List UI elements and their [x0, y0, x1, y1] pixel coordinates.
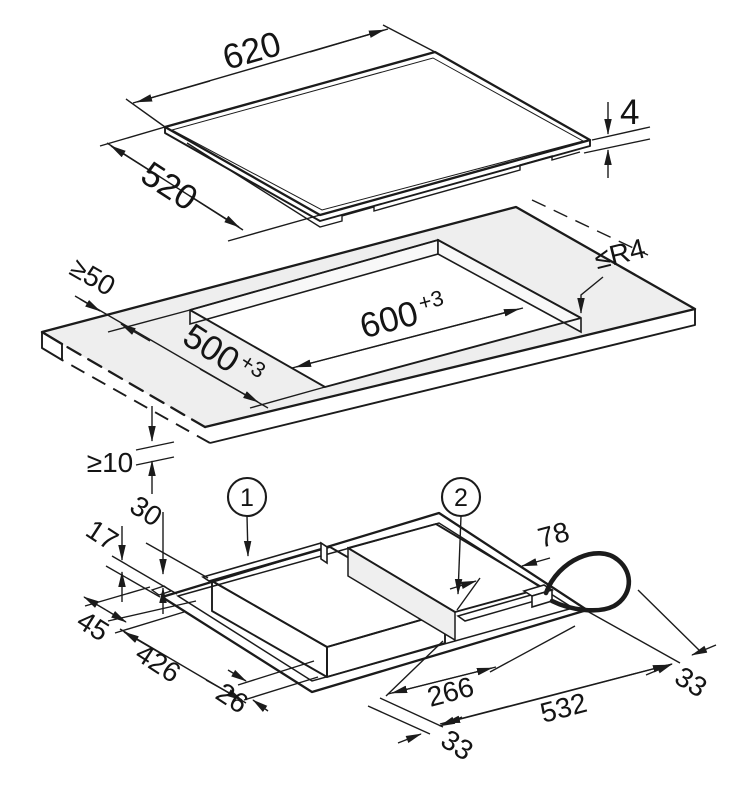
dim-33b-arrow-b: [691, 644, 717, 656]
ext-cutout-front: [249, 386, 326, 409]
ext-620-right: [382, 24, 436, 53]
radius-leader: [577, 276, 604, 314]
ext-33b: [637, 589, 703, 654]
dim-532-arrow-right: [549, 664, 669, 697]
mains-cable: [543, 551, 632, 613]
callout-2-arrow: [454, 515, 463, 595]
break-line-bottom: [61, 359, 211, 444]
dim-33a-arrow-a: [397, 733, 422, 744]
break-line-right: [531, 199, 649, 256]
ext-33a-b: [379, 697, 444, 728]
dim-266-arrow-left: [391, 680, 441, 694]
ext-266-right: [489, 625, 576, 673]
dim-78-arrow-left: [449, 580, 477, 590]
dim-266-label: 266: [424, 671, 477, 713]
tick-10-top: [135, 441, 175, 451]
dim-30-label: 30: [125, 490, 168, 533]
dim-500-arrow-top: [120, 323, 151, 342]
dim-600-label-group: 600 +3: [356, 285, 447, 346]
dim-532-label: 532: [537, 687, 590, 729]
break-line-top: [60, 342, 207, 429]
dim-426-arrow-top: [123, 631, 161, 654]
dim-520-arrow-top: [110, 145, 161, 178]
dim-600-label: 600: [356, 293, 423, 346]
ext-520-top: [99, 126, 166, 147]
view-cooktop-top: 620 520 4: [99, 24, 651, 242]
dim-26-arrow-a: [227, 669, 247, 682]
ext-4-top: [591, 126, 651, 141]
ext-rail-left: [145, 542, 209, 579]
ext-4-bottom: [583, 138, 651, 154]
dim-426-arrow-bottom: [205, 679, 243, 701]
dim-4-label: 4: [620, 93, 639, 132]
dim-26-arrow-b: [252, 699, 269, 712]
dim-33b-label: 33: [670, 661, 713, 704]
ext-33a-a: [367, 705, 431, 735]
dim-10-label: ≥10: [87, 447, 134, 478]
dim-426-label: 426: [130, 637, 186, 688]
dim-33b-arrow-a: [645, 663, 673, 676]
dim-r4-label: ≤R4: [591, 233, 648, 275]
dim-600-arrow-left: [295, 339, 401, 368]
ext-glass-left: [105, 565, 161, 598]
view-worktop-cutout: ≥50 500 +3 600 +3 ≤R4 ≥10: [40, 199, 697, 494]
frame-under-edge: [186, 142, 581, 228]
worktop-front-face: [209, 309, 696, 444]
dim-620-arrow-right: [309, 29, 385, 53]
dim-600-arrow-right: [399, 308, 520, 341]
ext-620-left: [125, 98, 166, 128]
callout-1-number: 1: [240, 484, 254, 512]
dim-50-arrow: [79, 298, 101, 312]
dim-17-label: 17: [81, 514, 124, 557]
dim-620-label: 620: [218, 24, 285, 78]
dim-520-arrow-bottom: [189, 195, 240, 228]
dim-26-label: 26: [211, 677, 254, 720]
dim-532-arrow-left: [444, 695, 551, 724]
worktop-left-end-face: [41, 331, 63, 361]
glass-bevel-line: [170, 57, 585, 211]
tick-10-bottom: [135, 456, 175, 466]
callout-2-number: 2: [454, 484, 468, 512]
dim-500-arrow-bottom: [199, 368, 259, 403]
rear-rail: [201, 542, 329, 582]
dim-45-arrow-up: [83, 596, 107, 611]
dim-78-arrow-right: [521, 557, 551, 567]
ext-520-bottom: [227, 214, 321, 242]
glass-edge-band: [164, 127, 591, 222]
rear-rail-end: [320, 541, 328, 565]
ext-532-right: [586, 610, 681, 664]
dim-520-label: 520: [134, 154, 204, 219]
dim-33a-label: 33: [436, 724, 479, 767]
ext-426-top: [114, 611, 185, 634]
dim-266-arrow-right: [439, 667, 493, 682]
dim-50-label: ≥50: [65, 252, 121, 302]
callout-1-arrow: [243, 515, 252, 557]
view-underside: 1 2 17 30 45 426 26: [72, 476, 717, 767]
dim-78-label: 78: [534, 516, 572, 554]
ext-26-b: [243, 676, 319, 701]
dim-620-arrow-left: [136, 80, 211, 103]
ext-26-a: [237, 660, 315, 686]
dim-45-arrow-down: [105, 609, 127, 623]
dim-600-tol: +3: [416, 285, 447, 316]
